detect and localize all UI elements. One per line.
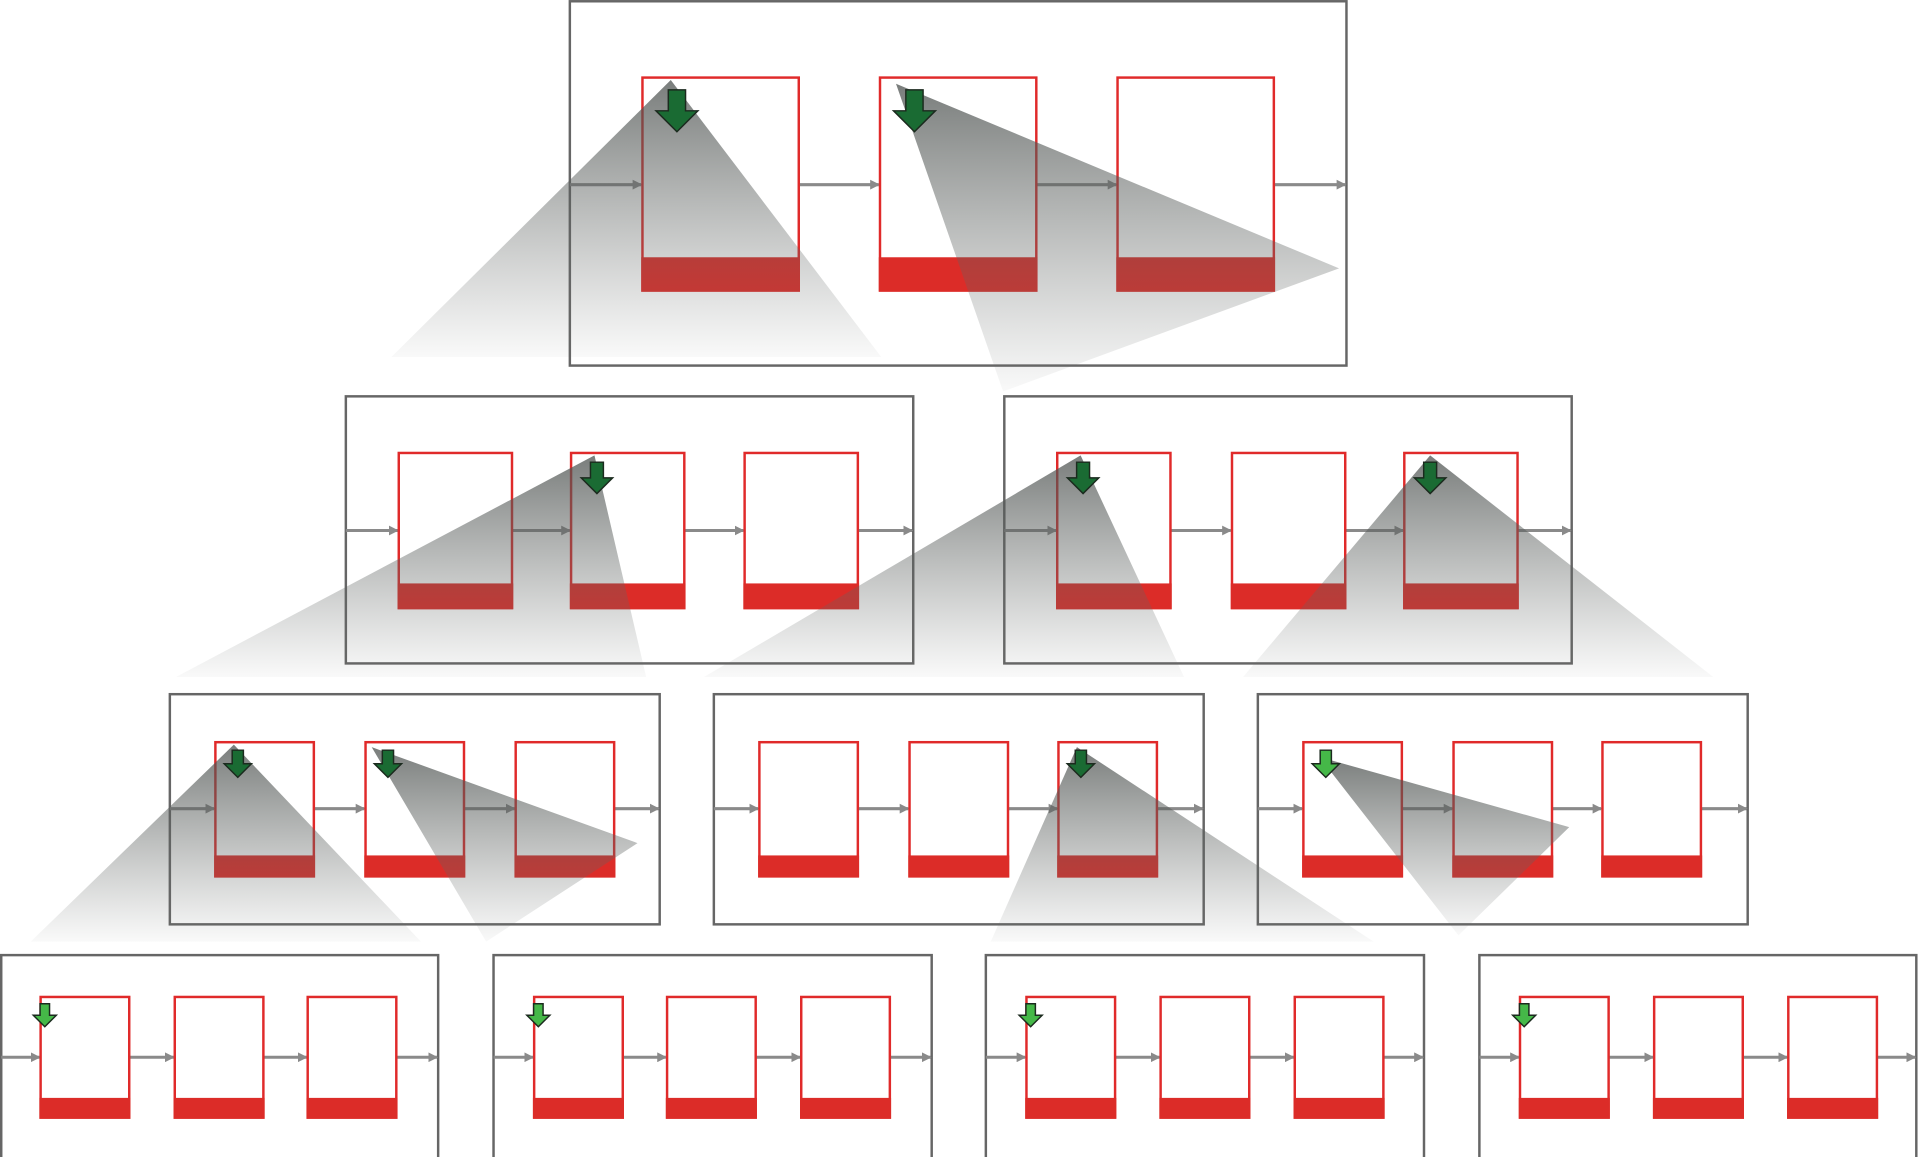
down-arrow-icon [654, 89, 700, 133]
zoom-shadow [1243, 455, 1714, 677]
cell-band [1787, 1097, 1879, 1119]
zoom-shadow [1319, 756, 1570, 936]
zoom-shadow [990, 747, 1374, 942]
cell-band [173, 1097, 265, 1119]
cell-band [1601, 855, 1703, 878]
stage-cell [1601, 740, 1703, 878]
cell-band [1518, 1097, 1610, 1119]
container-box [1478, 953, 1918, 1157]
cell-band [1293, 1097, 1385, 1119]
cell-frame [758, 740, 860, 878]
zoom-shadow [391, 80, 882, 357]
cell-frame [306, 995, 398, 1119]
down-arrow-icon [1065, 749, 1097, 779]
down-arrow-icon [372, 749, 404, 779]
zoom-shadows-layer [30, 80, 1714, 942]
zoom-shadow [704, 455, 1184, 677]
cell-frame [1293, 995, 1385, 1119]
cell-band [908, 855, 1010, 878]
zoom-shadow [30, 744, 421, 942]
stage-cell [1787, 995, 1879, 1119]
container-box [0, 953, 440, 1157]
stage-cell [1293, 995, 1385, 1119]
down-arrow-icon [1017, 1002, 1044, 1028]
down-arrow-icon [891, 89, 938, 133]
stage-cell [665, 995, 757, 1119]
cell-band [39, 1097, 131, 1119]
marker-arrows-layer [31, 89, 1538, 1028]
cell-band [758, 855, 860, 878]
cell-frame [173, 995, 265, 1119]
container-box [984, 953, 1426, 1157]
down-arrow-icon [1510, 1002, 1538, 1028]
zoom-shadow [896, 83, 1340, 392]
cell-frame [1652, 995, 1744, 1119]
down-arrow-icon [1310, 749, 1342, 779]
stage-cell [1159, 995, 1251, 1119]
down-arrow-icon [1412, 461, 1448, 495]
container-box [492, 953, 933, 1157]
down-arrow-icon [579, 461, 615, 495]
stage-cell [306, 995, 398, 1119]
cell-frame [800, 995, 892, 1119]
cell-band [665, 1097, 757, 1119]
cell-band [1025, 1097, 1117, 1119]
down-arrow-icon [31, 1002, 59, 1028]
cell-band [1652, 1097, 1744, 1119]
stage-cell [800, 995, 892, 1119]
down-arrow-icon [222, 749, 254, 779]
down-arrow-icon [1065, 461, 1101, 495]
cell-band [1302, 855, 1404, 878]
down-arrow-icon [525, 1002, 552, 1028]
stage-cell [743, 451, 860, 610]
stage-cell [1652, 995, 1744, 1119]
stage-cell [908, 740, 1010, 878]
stage-cell [173, 995, 265, 1119]
cell-band [306, 1097, 398, 1119]
stage-cell [758, 740, 860, 878]
cell-band [1159, 1097, 1251, 1119]
cell-frame [908, 740, 1010, 878]
zoom-shadow [371, 747, 638, 942]
cell-band [800, 1097, 892, 1119]
cell-band [532, 1097, 624, 1119]
zoom-shadow [176, 455, 647, 677]
cell-frame [1159, 995, 1251, 1119]
